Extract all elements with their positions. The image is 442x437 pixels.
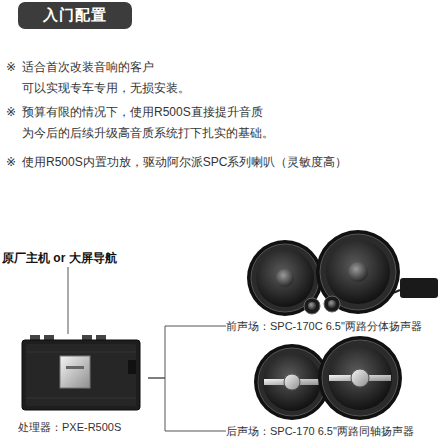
panel-ridge <box>26 352 136 353</box>
port <box>128 360 136 374</box>
note-mark: ※ <box>6 152 22 173</box>
tweeter <box>304 298 320 314</box>
terminal <box>30 335 40 340</box>
terminal <box>44 335 54 340</box>
wire <box>68 267 69 334</box>
coax-frame <box>318 336 402 420</box>
note-mark: ※ <box>6 57 22 78</box>
note-mark: ※ <box>6 102 22 123</box>
dust-cap <box>276 269 294 287</box>
woofer-cone <box>326 240 390 304</box>
title-text: 入门配置 <box>43 6 107 25</box>
processor-unit: 处理器：PXE-R500S <box>18 334 148 436</box>
woofer-frame <box>247 240 323 316</box>
node-label: 前声场：SPC-170C 6.5"两路分体扬声器 <box>226 319 422 333</box>
coax-cone <box>328 346 392 410</box>
rear-speaker-set: 后声场：SPC-170 6.5"两路同轴扬声器 <box>226 338 440 436</box>
coax-cone <box>263 353 321 411</box>
wire <box>148 326 226 378</box>
coax-surround <box>258 348 326 416</box>
note-text: 预算有限的情况下，使用R500S直接提升音质 为今后的后续升级高音质系统打下扎实… <box>22 102 437 144</box>
coax-surround <box>322 340 398 416</box>
front-speaker-set: 前声场：SPC-170C 6.5"两路分体扬声器 <box>226 236 440 334</box>
logo-mark <box>66 366 84 369</box>
note-text: 适合首次改装音响的客户 可以实现专车专用，无损安装。 <box>22 57 437 99</box>
terminal <box>82 335 92 340</box>
dust-cap <box>348 262 368 282</box>
processor-panel <box>26 344 136 406</box>
tweeter <box>324 296 340 312</box>
woofer-cone <box>256 249 314 307</box>
note-text: 使用R500S内置功放，驱动阿尔派SPC系列喇叭（灵敏度高） <box>22 152 437 173</box>
crossover <box>400 278 438 298</box>
woofer-frame <box>316 230 400 314</box>
node-label: 原厂主机 or 大屏导航 <box>2 251 117 266</box>
tweeter-dome <box>308 302 316 310</box>
title-tab: 入门配置 <box>18 2 132 29</box>
coax-tweeter <box>284 374 300 390</box>
node-label: 处理器：PXE-R500S <box>18 420 121 434</box>
terminal <box>96 335 106 340</box>
panel-ridge <box>26 398 136 399</box>
source-unit: 原厂主机 or 大屏导航 <box>0 250 119 267</box>
tweeter-dome <box>328 300 336 308</box>
processor-plate <box>60 356 90 388</box>
processor-body <box>22 340 140 410</box>
node-label: 后声场：SPC-170 6.5"两路同轴扬声器 <box>226 424 414 437</box>
coax-tweeter <box>351 369 369 387</box>
wire <box>148 378 226 431</box>
